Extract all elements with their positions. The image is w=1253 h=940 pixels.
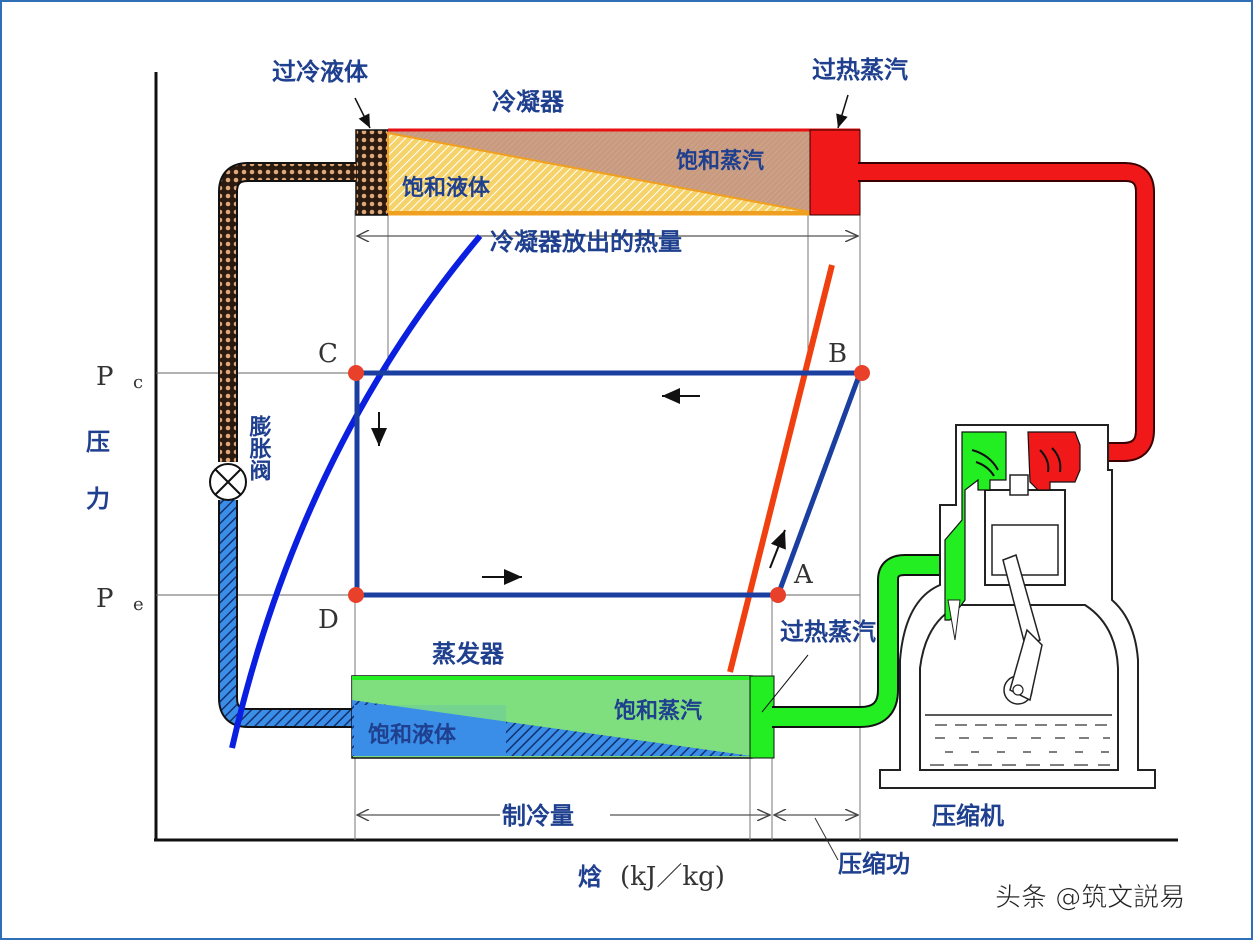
evaporator-vapor-region [352,678,752,756]
discharge-pipe [858,162,1155,462]
evaporator-saturated-vapor-label: 饱和蒸汽 [614,698,702,724]
x-axis-unit: (kJ／kg) [620,862,725,892]
state-point-d [348,587,364,603]
evaporator-inlet-line-fill [220,500,356,726]
superheated-leader-bottom [761,654,809,713]
watermark: 头条 @筑文説易 [995,883,1185,913]
compressor-icon [879,424,1156,789]
saturated-liquid-curve [229,234,483,749]
liquid-line-fill [220,164,356,462]
suction-pipe-fill [772,556,950,726]
saturated-vapor-curve [727,264,835,673]
flow-arrow-up [769,529,786,569]
refrigeration-capacity-label: 制冷量 [502,802,574,830]
subcooled-leader [354,97,371,129]
state-point-b [854,365,870,381]
discharge-pipe-fill [858,164,1153,460]
x-axis-label: 焓 [578,863,602,891]
pe-label: P [96,584,114,614]
point-b-label: B [828,339,847,369]
condenser [355,128,861,216]
condenser-title: 冷凝器 [492,88,565,116]
point-a-label: A [793,560,814,590]
evaporator-title: 蒸发器 [432,640,505,668]
condenser-saturated-liquid-label: 饱和液体 [402,175,491,201]
pe-subscript: e [133,594,144,615]
compressor-label: 压缩机 [932,802,1004,830]
condenser-liquid-wedge [387,131,811,213]
state-point-a [770,587,786,603]
state-point-c [348,365,364,381]
compression-work-label: 压缩功 [838,850,910,878]
point-d-label: D [318,605,339,635]
condenser-superheat-section [809,129,861,216]
cycle-segment-a-b [775,372,863,596]
expansion-valve-icon [209,463,247,501]
compression-work-leader [814,817,839,861]
point-c-label: C [318,339,338,369]
pc-label: P [96,362,114,392]
evaporator [351,675,775,759]
condenser-saturated-vapor-label: 饱和蒸汽 [676,148,764,174]
evaporator-superheat-section [749,675,775,759]
expansion-valve-label: 膨胀阀 [246,415,273,482]
condenser-subcooled-section [355,129,389,216]
refrigeration-cycle [354,370,863,598]
condenser-heat-label: 冷凝器放出的热量 [490,228,682,256]
subcooled-liquid-label: 过冷液体 [272,58,369,86]
superheated-leader-top [836,94,849,129]
condenser-superheated-label: 过热蒸汽 [812,56,908,84]
y-axis-label-char-1: 压 [86,428,110,456]
evaporator-superheated-label: 过热蒸汽 [780,618,876,646]
evaporator-saturated-liquid-label: 饱和液体 [368,722,457,748]
pc-subscript: c [133,372,143,393]
y-axis-label-char-2: 力 [86,485,110,513]
